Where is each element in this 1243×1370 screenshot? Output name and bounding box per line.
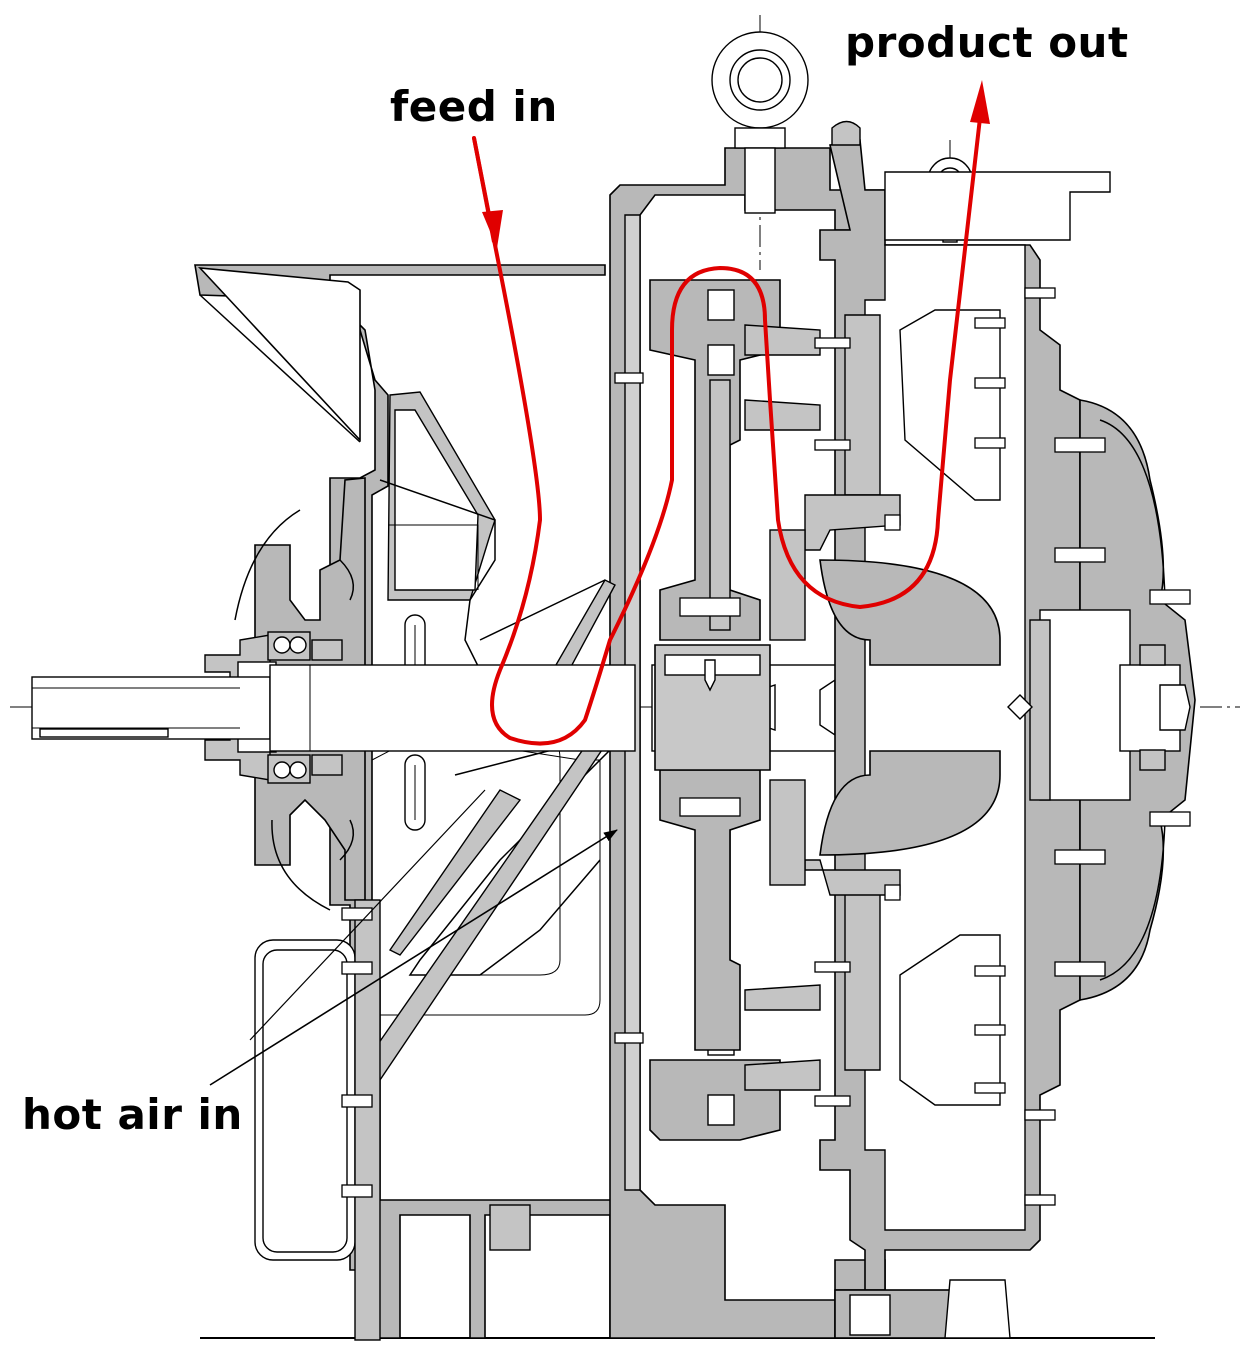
duct-inner [388,524,479,590]
lifting-eye [711,31,973,243]
product-outlet-flange [884,171,1111,241]
hot-air-leader-2 [249,789,486,1041]
hot-air-leader-1 [209,829,618,1086]
housing-bolts [614,287,1106,1206]
classifier-housing [744,139,1081,1291]
product-out-label: product out [845,18,1129,67]
guide-vane-lower [388,789,522,956]
support-frame [254,899,531,1341]
end-cover [1007,399,1196,1001]
top-lug [831,120,861,146]
feed-flow-path [472,116,982,746]
feed-in-label: feed in [390,82,558,131]
product-out-arrowhead [970,80,990,124]
guide-vane-long [358,723,613,1081]
inlet-housing [194,147,886,1339]
feed-in-arrowhead [482,210,503,248]
hot-air-in-label: hot air in [22,1090,243,1139]
pedestal [834,1279,1011,1339]
